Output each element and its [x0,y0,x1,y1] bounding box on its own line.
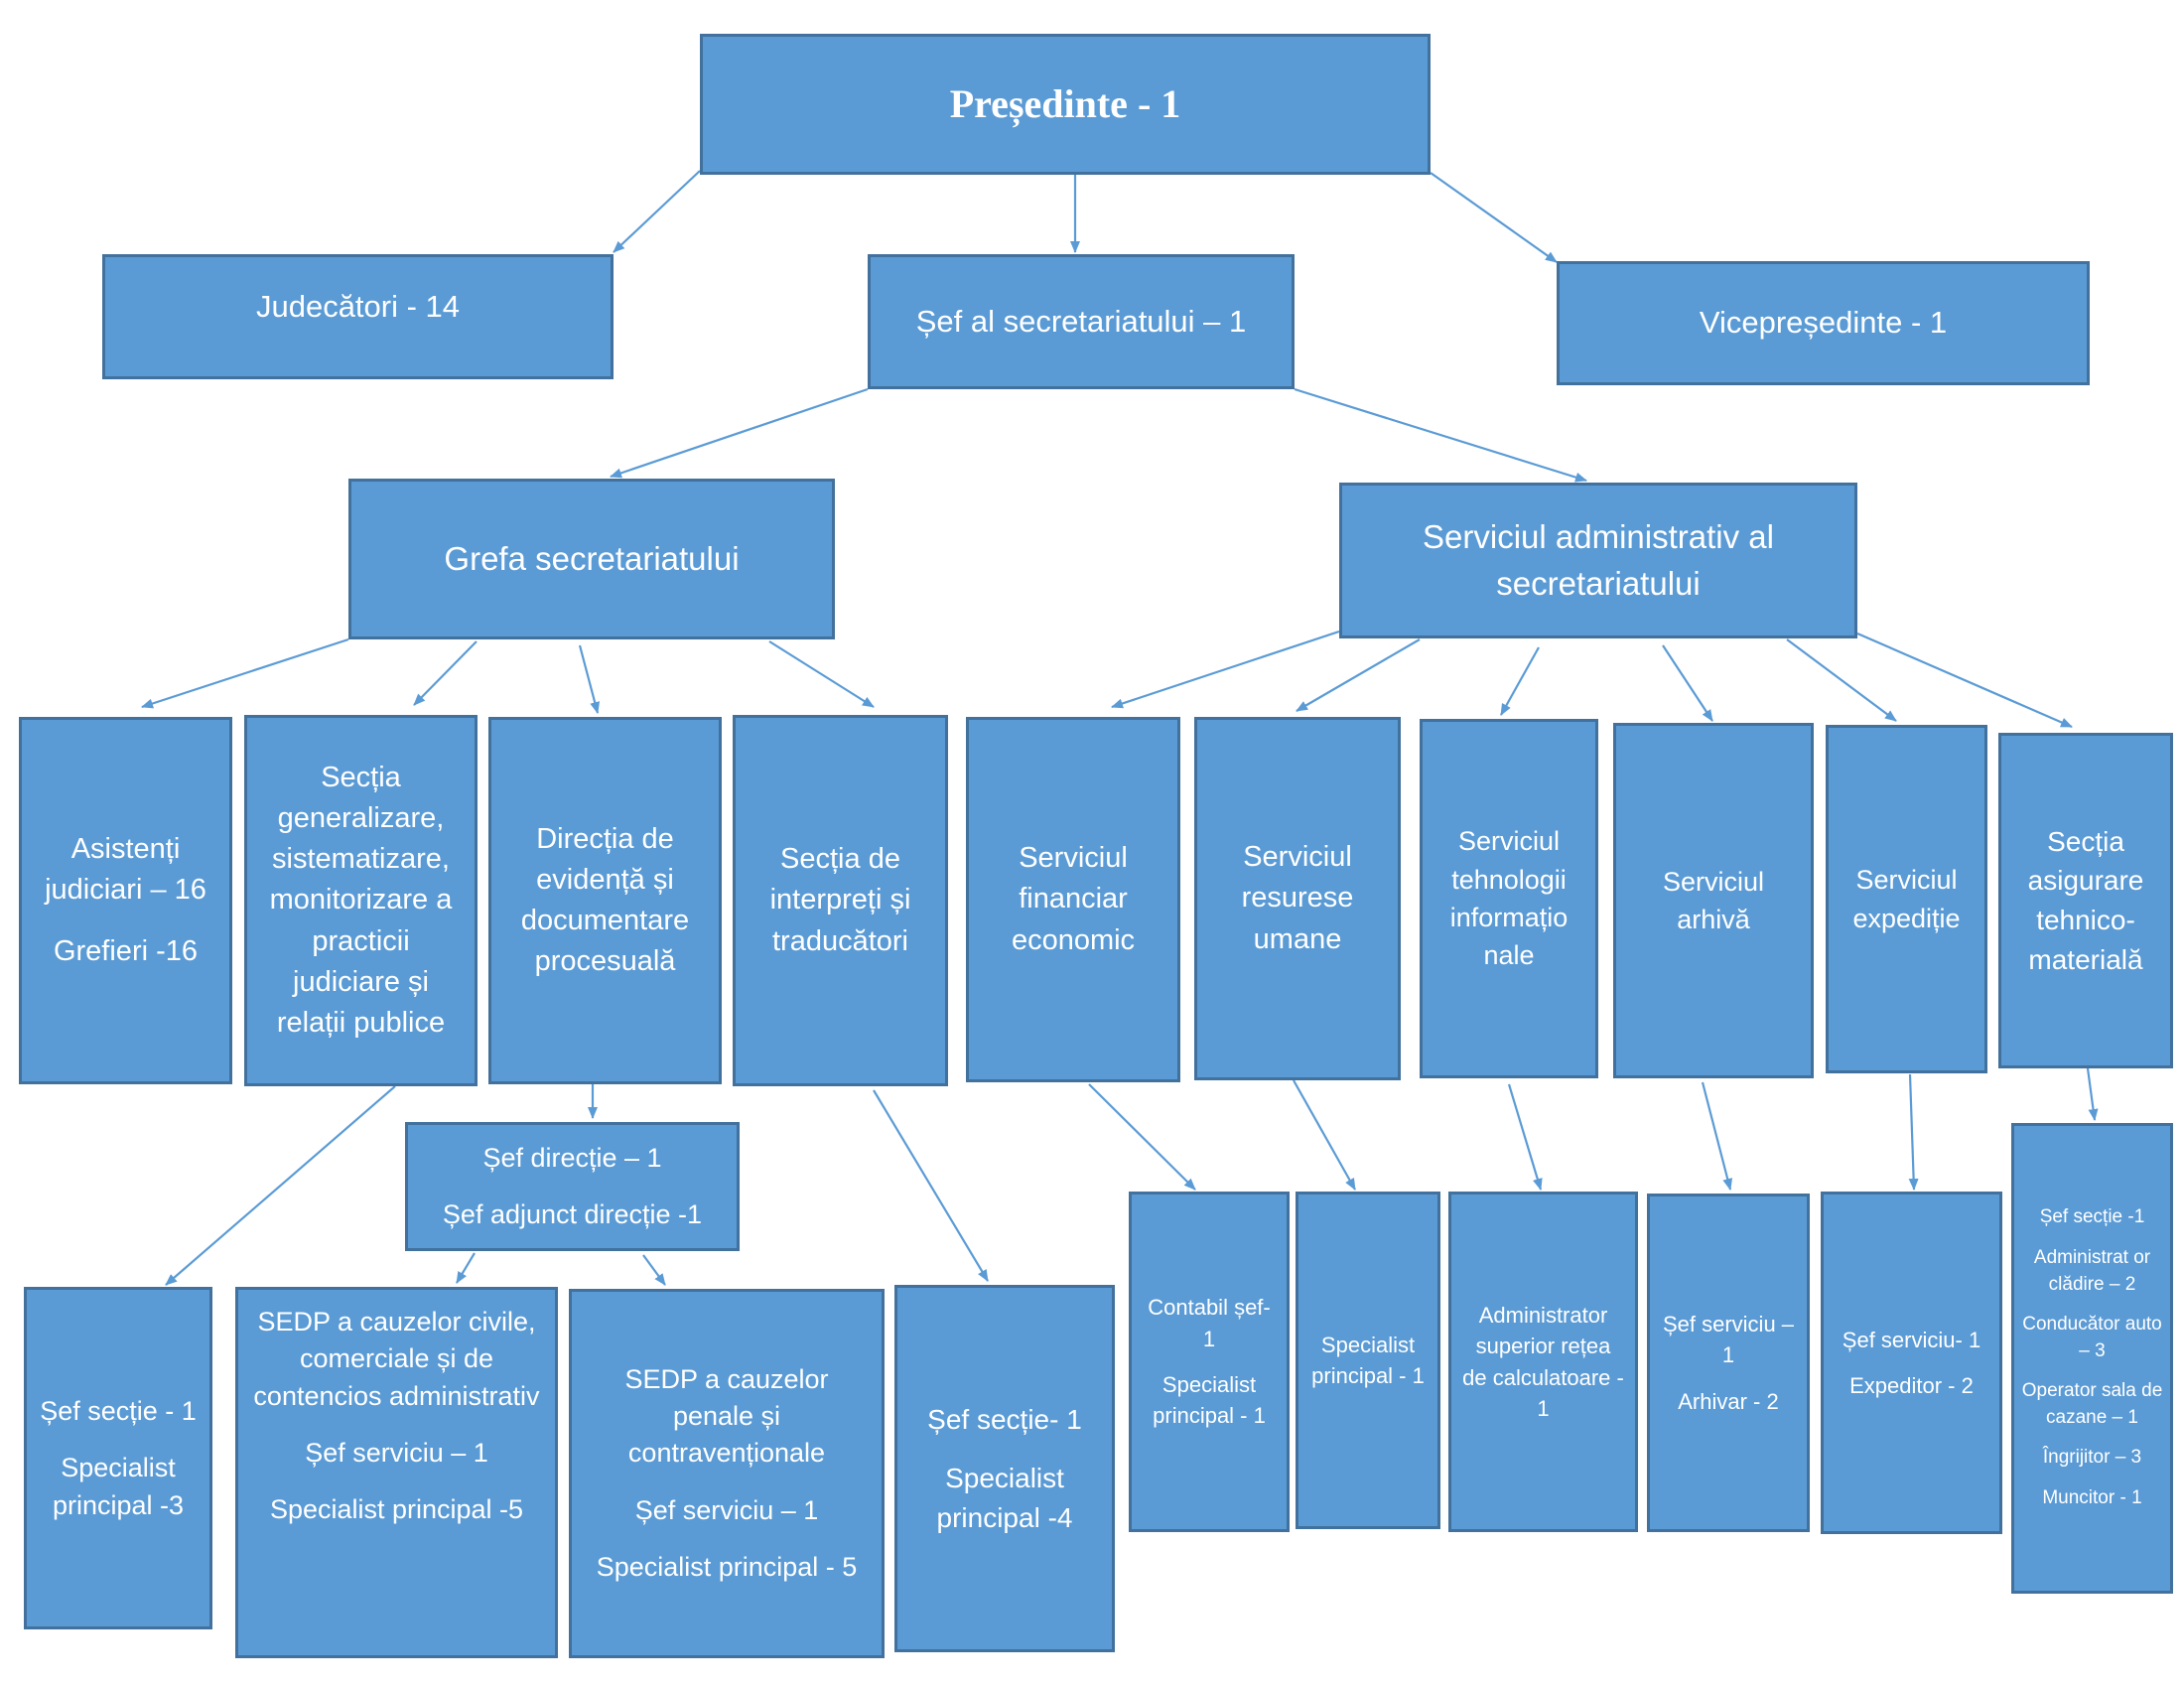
node-sedp-civile: SEDP a cauzelor civile, comerciale și de… [235,1287,558,1658]
node-line: Grefieri -16 [53,934,199,967]
node-title: Asistenți judiciari – 16 [45,833,206,907]
node-line: Șef direcție – 1 [482,1143,662,1174]
node-sectia-asigurare: Secția asigurare tehnico-materială [1998,733,2173,1068]
node-title: Vicepreședinte - 1 [1699,305,1948,341]
node-line: Contabil șef- 1 [1148,1295,1271,1351]
node-serviciul-administrativ: Serviciul administrativ al secretariatul… [1339,483,1857,638]
node-sectia-interpreti: Secția de interpreți și traducători [733,715,948,1086]
node-sef-sectie-generalizare: Șef secție - 1 Specialist principal -3 [24,1287,212,1629]
node-line: Specialist principal - 5 [596,1551,858,1582]
node-title: SEDP a cauzelor civile, comerciale și de… [253,1307,540,1411]
node-title: Judecători - 14 [255,289,461,324]
node-specialist-resurse: Specialist principal - 1 [1296,1192,1440,1529]
connector-arrow [578,644,601,714]
connector-arrow [768,640,875,708]
node-line: Șef serviciu – 1 [634,1494,819,1525]
connector-arrow [1111,630,1340,709]
node-sef-directie: Șef direcție – 1 Șef adjunct direcție -1 [405,1122,740,1251]
connector-arrow [613,170,701,253]
node-title: Serviciul expediție [1852,865,1961,933]
node-line: Arhivar - 2 [1678,1388,1779,1414]
connector-arrow [1293,1079,1356,1191]
node-presedinte: Președinte - 1 [700,34,1431,175]
connector-arrow [1500,646,1540,716]
node-asistenti-judiciari: Asistenți judiciari – 16 Grefieri -16 [19,717,232,1084]
connector-arrow [141,637,349,709]
node-title: Serviciul tehnologii informațio nale [1449,826,1569,971]
node-judecatori: Judecători - 14 [102,254,614,379]
node-line: Șef serviciu- 1 [1842,1327,1981,1352]
node-vicepresedinte: Vicepreședinte - 1 [1557,261,2090,385]
node-serviciul-expeditie: Serviciul expediție [1826,725,1987,1073]
node-line: Expeditor - 2 [1849,1373,1974,1399]
node-title: Serviciul resurese umane [1241,841,1354,955]
node-line: Conducător auto – 3 [2022,1313,2162,1361]
node-sef-secretariat: Șef al secretariatului – 1 [868,254,1295,389]
node-line: Îngrijitor – 3 [2042,1447,2142,1469]
node-line: Șef serviciu – 1 [305,1437,488,1468]
node-line: Muncitor - 1 [2042,1486,2142,1508]
connector-arrow [1430,172,1558,263]
connector-arrow [1786,638,1897,722]
node-contabil: Contabil șef- 1 Specialist principal - 1 [1129,1192,1290,1532]
connector-arrow [873,1089,989,1282]
node-serviciul-arhiva: Serviciul arhivă [1613,723,1814,1078]
connector-arrow [1296,638,1421,712]
node-admin-retea: Administrator superior rețea de calculat… [1448,1192,1638,1532]
node-directia-evidenta: Direcția de evidență și documentare proc… [488,717,722,1084]
node-sef-sectie-interpreti: Șef secție- 1 Specialist principal -4 [894,1285,1115,1652]
node-asigurare-staff: Șef secție -1 Administrat or clădire – 2… [2011,1123,2173,1594]
node-title: Secția asigurare tehnico-materială [2027,825,2144,975]
connector-arrow [2086,1067,2099,1121]
node-line: Șef serviciu – 1 [1662,1311,1795,1368]
connector-arrow [456,1252,476,1284]
node-sectia-generalizare: Secția generalizare, sistematizare, moni… [244,715,478,1086]
node-grefa: Grefa secretariatului [348,479,835,639]
node-line: Specialist principal -5 [269,1493,524,1524]
node-line: Specialist principal - 1 [1153,1372,1266,1429]
node-title: Direcția de evidență și documentare proc… [520,822,690,978]
connector-arrow [610,387,869,479]
node-expeditie-staff: Șef serviciu- 1 Expeditor - 2 [1821,1192,2002,1534]
node-title: Președinte - 1 [949,80,1181,126]
connector-arrow [1507,1083,1543,1191]
node-title: Serviciul arhivă [1662,866,1765,934]
connector-arrow [1701,1081,1733,1191]
node-line: Specialist principal -4 [936,1462,1073,1533]
node-title: Șef al secretariatului – 1 [915,303,1247,339]
node-title: Secția generalizare, sistematizare, moni… [269,761,453,1039]
connector-arrow [1908,1073,1919,1191]
connector-arrow [413,640,478,706]
node-serviciul-tehnologii: Serviciul tehnologii informațio nale [1420,719,1598,1078]
connector-arrow [1294,387,1587,483]
node-line: Șef adjunct direcție -1 [442,1199,703,1230]
node-line: Șef secție -1 [2039,1206,2145,1228]
node-title: Serviciul financiar economic [1011,842,1136,956]
node-title: Serviciul administrativ al secretariatul… [1423,517,1774,602]
node-title: Secția de interpreți și traducători [769,843,911,957]
node-line: Șef secție- 1 [927,1403,1082,1435]
node-serviciul-financiar: Serviciul financiar economic [966,717,1180,1082]
node-line: Specialist principal -3 [52,1452,185,1521]
node-sedp-penale: SEDP a cauzelor penale și contravenționa… [569,1289,885,1658]
node-serviciul-resurse: Serviciul resurese umane [1194,717,1401,1080]
node-line: Administrat or clădire – 2 [2033,1246,2151,1295]
connector-arrow [1856,632,2073,729]
connector-arrow [1088,1083,1196,1191]
node-line: Administrator superior rețea de calculat… [1462,1303,1624,1421]
node-line: Șef secție - 1 [40,1395,197,1426]
node-line: Operator sala de cazane – 1 [2021,1380,2163,1429]
connector-arrow [1662,644,1713,722]
node-line: Specialist principal - 1 [1311,1332,1425,1388]
node-arhiva-staff: Șef serviciu – 1 Arhivar - 2 [1647,1194,1810,1532]
node-title: Grefa secretariatului [444,539,740,577]
node-title: SEDP a cauzelor penale și contravenționa… [624,1363,829,1469]
connector-arrow [165,1085,396,1286]
connector-arrow [642,1254,666,1286]
